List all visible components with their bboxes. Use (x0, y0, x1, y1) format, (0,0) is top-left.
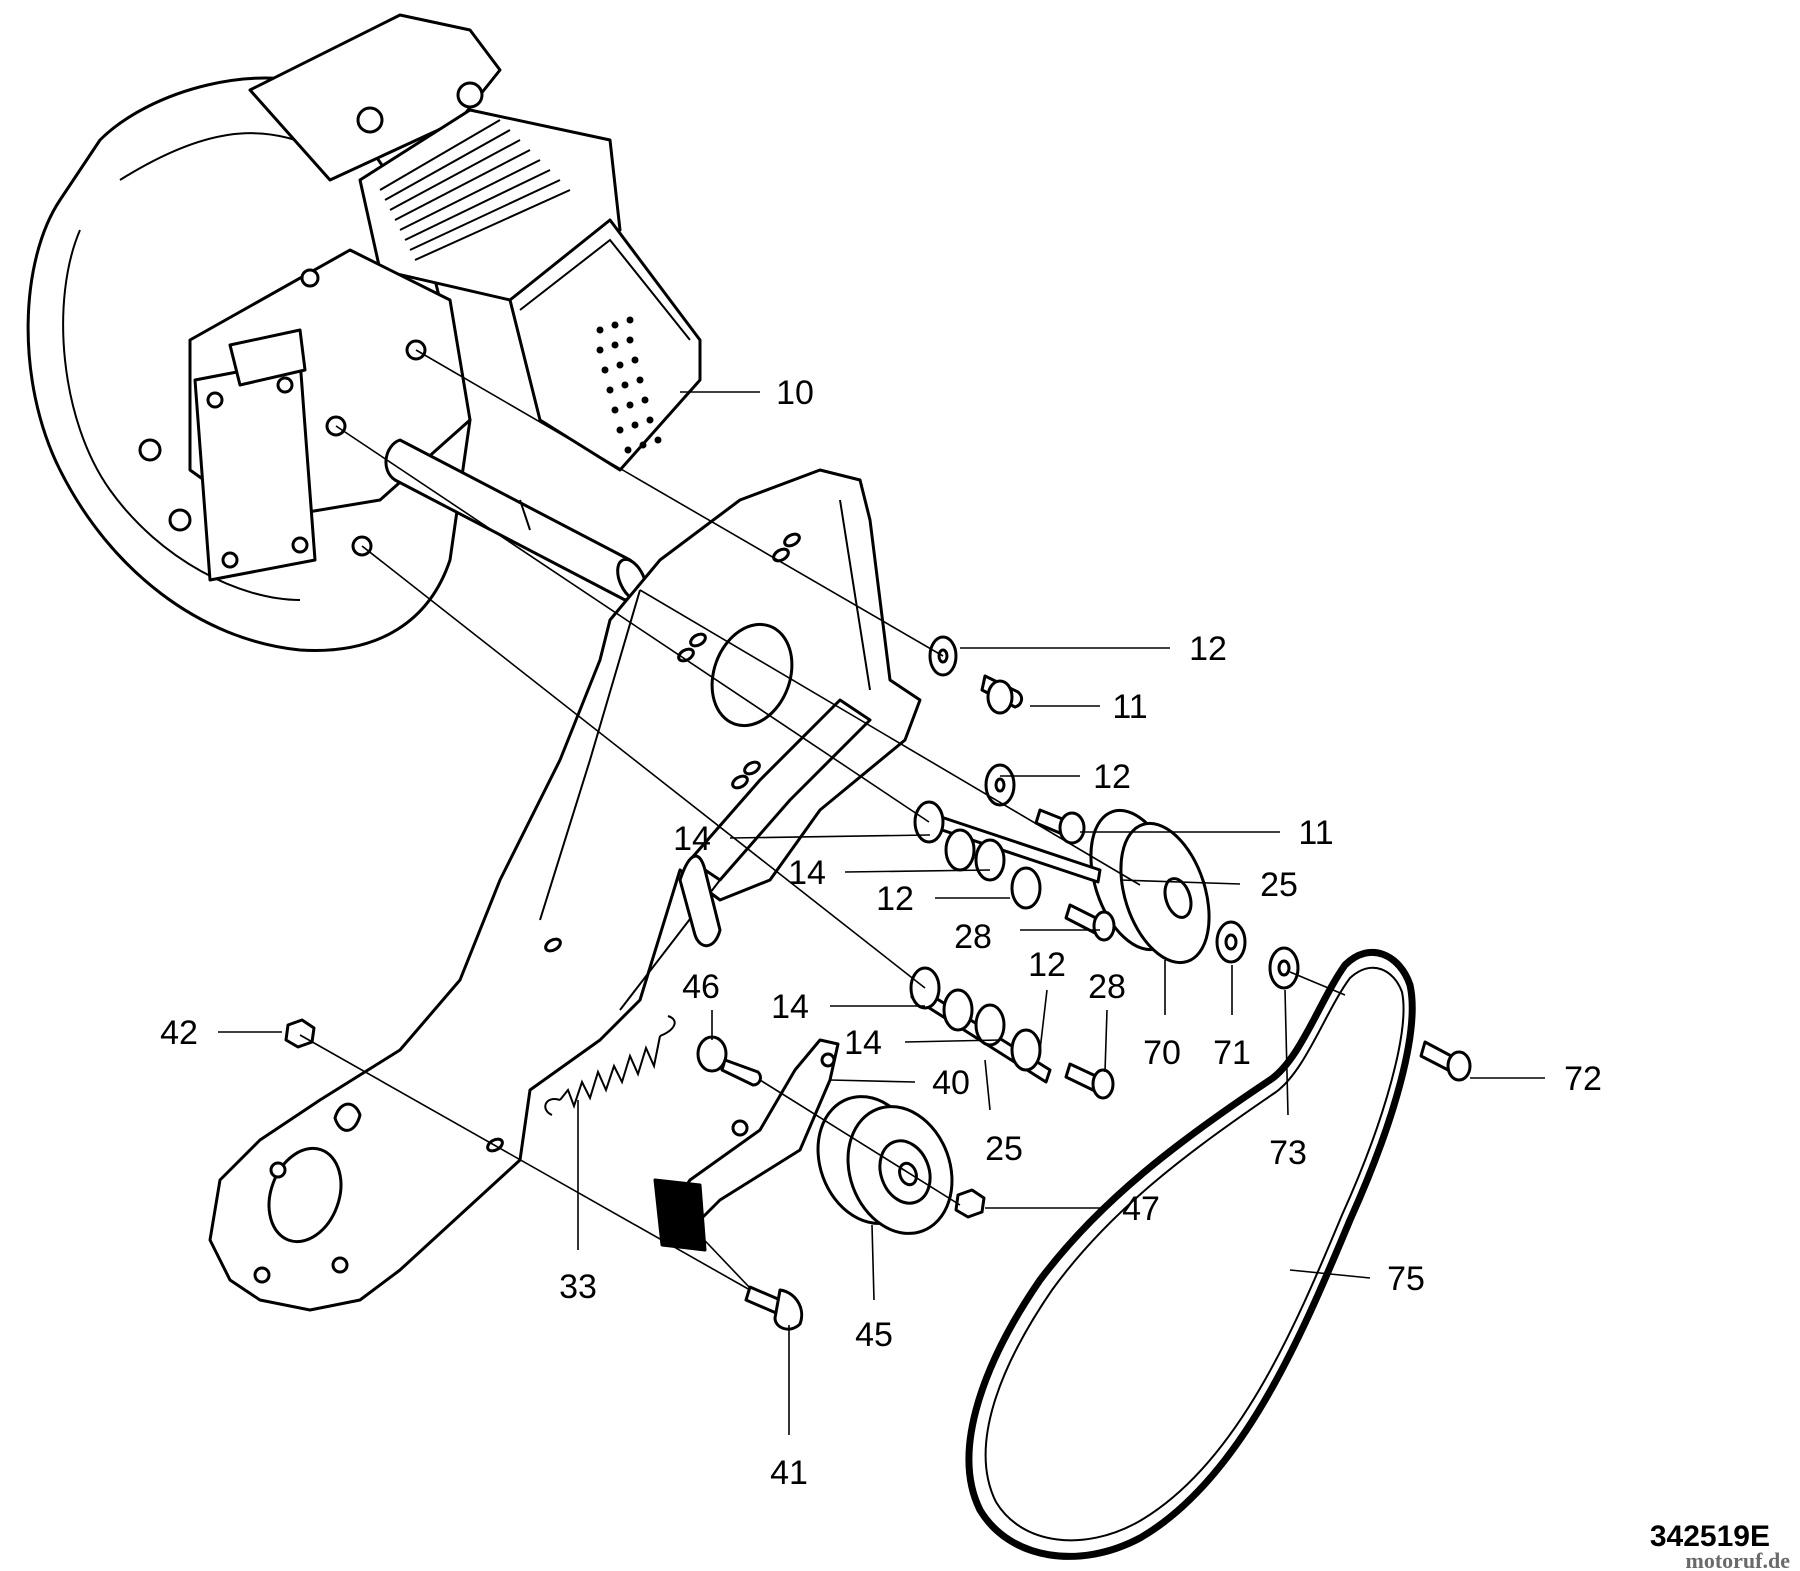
callout-28: 28 (1088, 968, 1126, 1006)
assembly-leader-lines (218, 349, 1545, 1435)
air-filter-box (508, 218, 702, 472)
air-filter-vents (596, 316, 662, 454)
callout-46: 46 (682, 968, 720, 1006)
callout-12: 12 (1093, 758, 1131, 796)
callout-labels: 10 12 11 12 11 14 14 25 12 28 12 46 28 14 42 14 70 71 40 72… (160, 374, 1602, 1492)
bracket-tab (688, 698, 872, 882)
callout-12: 12 (876, 880, 914, 918)
callout-40: 40 (932, 1064, 970, 1102)
callout-12: 12 (1028, 946, 1066, 984)
callout-14: 14 (788, 854, 826, 892)
callout-73: 73 (1269, 1134, 1307, 1172)
callout-72: 72 (1564, 1060, 1602, 1098)
callout-45: 45 (855, 1316, 893, 1354)
callout-71: 71 (1213, 1034, 1251, 1072)
hardware (284, 635, 1472, 1331)
callout-11: 11 (1298, 814, 1333, 852)
v-belt (965, 948, 1416, 1560)
engine-top-cover (248, 13, 502, 182)
callout-28: 28 (954, 918, 992, 956)
watermark: motoruf.de (1686, 1548, 1791, 1571)
callout-11: 11 (1112, 688, 1147, 726)
callout-14: 14 (844, 1024, 882, 1062)
idler-arm (653, 1038, 840, 1252)
mounting-bracket (208, 468, 922, 1312)
callout-14: 14 (771, 988, 809, 1026)
bracket-large-hole-upper (710, 622, 794, 728)
drawing-code: 342519E (1650, 1520, 1770, 1553)
callout-10: 10 (776, 374, 814, 412)
callout-75: 75 (1387, 1260, 1425, 1298)
callout-14: 14 (673, 820, 711, 858)
callout-33: 33 (559, 1268, 597, 1306)
callout-25: 25 (985, 1130, 1023, 1168)
bracket-large-hole-lower (267, 1146, 343, 1244)
callout-42: 42 (160, 1014, 198, 1052)
engine-assembly (26, 13, 702, 652)
callout-25: 25 (1260, 866, 1298, 904)
callout-12: 12 (1189, 630, 1227, 668)
callout-47: 47 (1122, 1190, 1160, 1228)
callout-41: 41 (770, 1454, 808, 1492)
callout-70: 70 (1143, 1034, 1181, 1072)
cooling-fins (379, 119, 571, 261)
idler-pulley (816, 1095, 954, 1235)
drive-pulley (1089, 808, 1211, 965)
tension-spring (544, 1015, 676, 1116)
